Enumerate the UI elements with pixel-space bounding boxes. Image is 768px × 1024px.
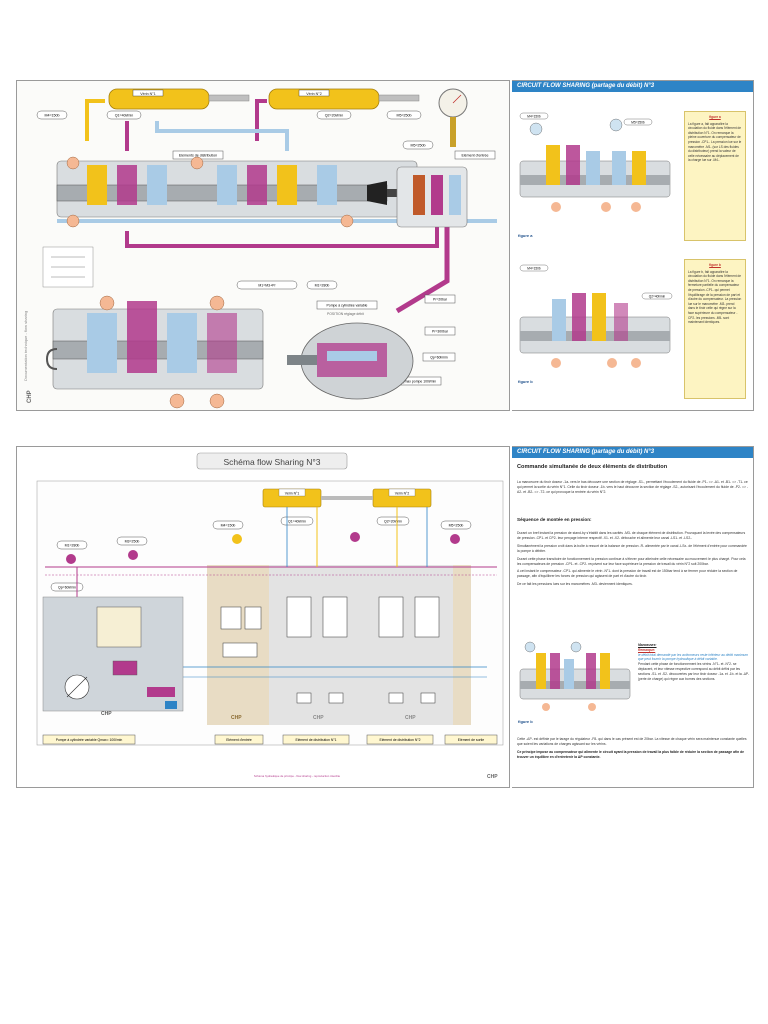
zone-distribution-2 (361, 565, 453, 725)
cylinder-verin1: Vérin N°1 (108, 88, 250, 110)
side-vertical-text: Documentation technique - flow sharing (23, 311, 28, 381)
figure-b-note-text: La figure b, fait apparaître la circulat… (688, 269, 742, 325)
schema-q2: Q2=20l/min (384, 520, 402, 524)
schema-qp: Qp=60l/min (58, 586, 76, 590)
symbol-inset (42, 246, 94, 288)
figure-a-note-title: figure a (709, 115, 721, 119)
element-entree-label: Elément d'entrée (461, 154, 488, 158)
elements-distribution-label: Eléments de distribution (179, 154, 217, 158)
sheet2-diagram: Schéma flow Sharing N°3 Vérin N°1 Vérin … (36, 452, 504, 780)
sheet2-figure-illustration (519, 641, 631, 711)
schema-sortie-label: Elément de sortie (458, 738, 484, 742)
pr-label: Pr=20bar (433, 298, 448, 302)
schema-q1: Q1=40l/min (288, 520, 306, 524)
figure-a-note: figure a La figure a, fait apparaître la… (684, 111, 746, 241)
figure-b-note: figure b La figure b, fait apparaître la… (684, 259, 746, 399)
schema-m5: M5=250b (449, 524, 464, 528)
body-paragraph: Durant cette phase transitoire de foncti… (517, 556, 746, 566)
schema-m4: M4=150b (221, 524, 236, 528)
intro-paragraph: La manoeuvre du tiroir doseur -1a- vers … (517, 480, 748, 494)
sheet1-text-panel: CIRCUIT FLOW SHARING (partage du débit) … (512, 80, 754, 411)
fig-b-m4: M4=150b (527, 267, 541, 271)
body-paragraph: A cet instant le compensateur -CP1- qui … (517, 569, 738, 579)
remark-block: Manoeuvre: Remarque: le débit total dema… (638, 643, 750, 733)
verin2-label: Vérin N°2 (306, 92, 321, 96)
qp-label: Qp=60l/min (430, 356, 448, 360)
position-label: POSITION réglage débit (327, 312, 364, 316)
closing-text: Cette -ΔP- est définie par le tarage du … (517, 737, 749, 785)
gauge-m5b-icon (450, 534, 460, 544)
schema-m1: M1=280b (65, 544, 80, 548)
q2-label: Q2=20l/min (325, 114, 343, 118)
brand-stamp-4: CHP (101, 711, 112, 717)
schema-pump-unit (42, 596, 184, 712)
input-element-block (396, 166, 468, 228)
qmax-label: Qmax pompe 100l/min (402, 380, 436, 384)
closing-paragraph: Ce principe impose au compensateur qui a… (517, 749, 745, 759)
schema-entree-label: Elément d'entrée (226, 738, 252, 742)
pmax-label: Pr=300bar (432, 330, 449, 334)
zone-sortie (453, 565, 471, 725)
gauge-m1-icon (66, 554, 76, 564)
section-title: Commande simultanée de deux éléments de … (517, 464, 668, 470)
schema-d1-label: Elément de distribution N°1 (295, 738, 336, 742)
sheet2-schema-panel: Schéma flow Sharing N°3 Vérin N°1 Vérin … (16, 446, 510, 788)
body-text: Durant un bref instant la pression de st… (517, 531, 749, 635)
body-paragraph: De ce fait les pressions lues sur les ma… (517, 582, 633, 587)
manoeuvre-text: Pendant cette phase de fonctionnement le… (638, 662, 750, 681)
closing-paragraph: Cette -ΔP- est définie par le tarage du … (517, 737, 747, 746)
distribution-block-lower (45, 295, 264, 409)
brand-logo-s1: CHP (27, 390, 33, 403)
body-paragraph: Simultanément la pression croît dans la … (517, 543, 747, 553)
schema-m3: M3=250b (125, 540, 140, 544)
sequence-subtitle: Séquence de montée en pression: (517, 517, 592, 522)
zone-distribution-1 (269, 565, 361, 725)
brand-stamp-1: CHP (231, 715, 242, 721)
fig-a-m5: M5=250b (631, 121, 645, 125)
variable-pump-icon (287, 322, 414, 400)
gauge-m5-icon (350, 532, 360, 542)
schema-verin1-label: Vérin N°1 (285, 492, 300, 496)
pressure-gauge-icon (438, 88, 468, 147)
sheet2-text-panel: CIRCUIT FLOW SHARING (partage du débit) … (512, 446, 754, 788)
figure-b-note-title: figure b (709, 263, 721, 267)
schema-footer: Schéma hydraulique de principe - flow sh… (254, 774, 341, 778)
schema-brand-footer: CHP (487, 774, 498, 780)
m4-label: M4=150b (44, 114, 59, 118)
m1-formula-label: M1=M3+Pr (258, 284, 276, 288)
figure-a-note-text: La figure a, fait apparaître la circulat… (688, 121, 742, 163)
distribution-block-upper (56, 156, 418, 228)
sheet1-illustration-panel: Documentation technique - flow sharing C… (16, 80, 510, 411)
schema-title: Schéma flow Sharing N°3 (224, 457, 321, 467)
schema-d2-label: Elément de distribution N°2 (379, 738, 420, 742)
m5-label: M5=250b (396, 114, 411, 118)
sheet1-diagram: Documentation technique - flow sharing C… (23, 88, 497, 409)
manoeuvre-title: Manoeuvre: (638, 643, 657, 647)
verin1-label: Vérin N°1 (140, 92, 155, 96)
figure-a-illustration: M5=250b M4=150b (519, 112, 671, 212)
gauge-m3-icon (128, 550, 138, 560)
sheet2-header: CIRCUIT FLOW SHARING (partage du débit) … (512, 447, 753, 458)
cylinder-verin2: Vérin N°2 (268, 88, 420, 110)
figure-b-label: figure b (518, 379, 533, 384)
remarque-title: Remarque: (638, 647, 656, 652)
schema-pump-label: Pompe à cylindrée variable Qmax= 100l/mi… (56, 738, 123, 742)
sheet1-header: CIRCUIT FLOW SHARING (partage du débit) … (512, 81, 753, 92)
body-paragraph: Durant un bref instant la pression de st… (517, 531, 746, 540)
m5b-label: M5=250b (410, 144, 425, 148)
pump-label: Pompe à cylindrée variable (327, 304, 368, 308)
fig-a-m4: M4=150b (527, 115, 541, 119)
brand-stamp-3: CHP (405, 715, 416, 721)
sheet2-figure-label: figure b (518, 719, 533, 724)
remarque-text: le débit total demandé par les actionneu… (638, 652, 749, 662)
q1-label: Q1=40l/min (115, 114, 133, 118)
fig-b-q: Q2=40l/min (649, 295, 666, 299)
m1-value-label: M1=280b (315, 284, 330, 288)
schema-verin2-label: Vérin N°2 (395, 492, 410, 496)
gauge-m4-icon (232, 534, 242, 544)
figure-a-label: figure a (518, 233, 533, 238)
figure-b-illustration: M4=150b Q2=40l/min (519, 264, 673, 368)
brand-stamp-2: CHP (313, 715, 324, 721)
